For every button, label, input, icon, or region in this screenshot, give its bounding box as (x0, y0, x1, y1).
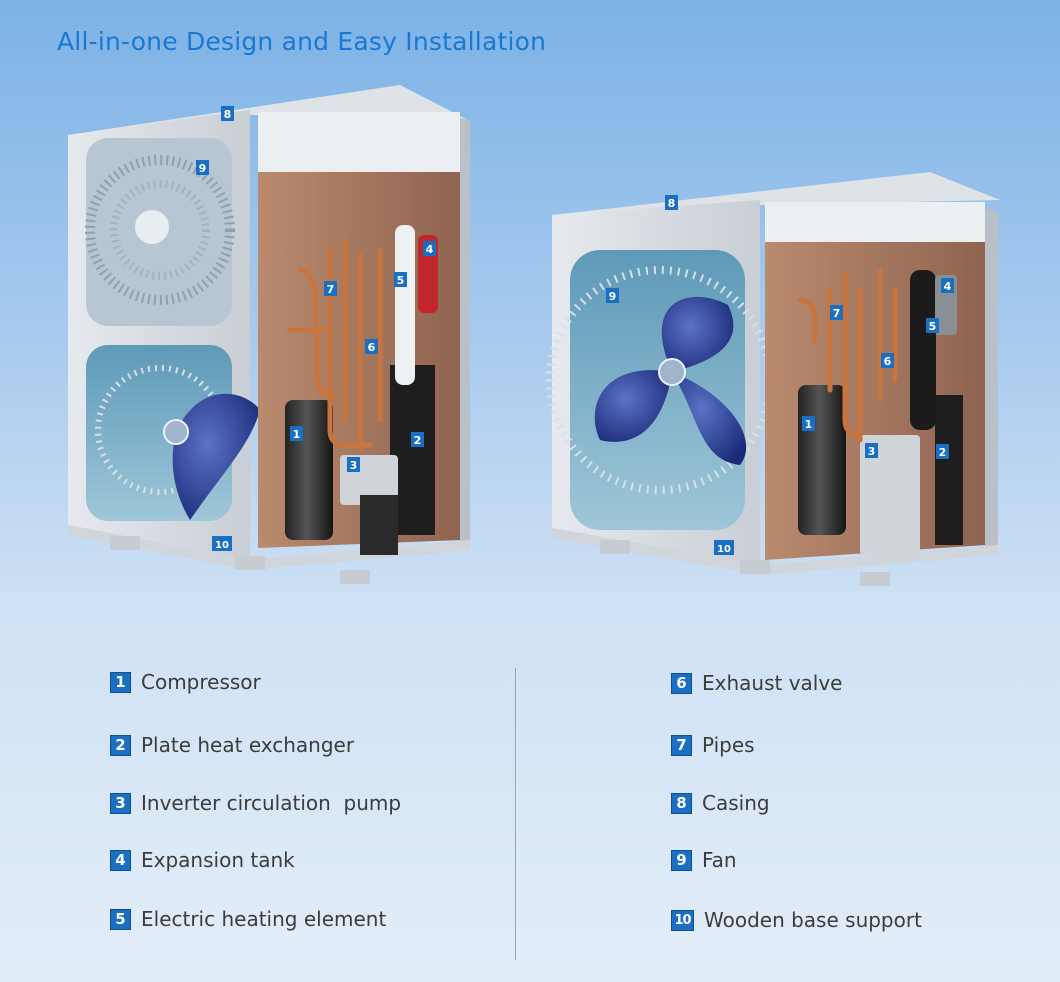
legend-item-exhaust-valve: 6 Exhaust valve (671, 671, 843, 695)
legend-divider (515, 668, 516, 960)
legend-number-badge: 10 (671, 909, 694, 931)
legend-number-badge: 4 (110, 849, 131, 871)
right-badge-4: 4 (941, 278, 954, 293)
legend-number-badge: 6 (671, 672, 692, 694)
legend-item-fan: 9 Fan (671, 848, 737, 872)
svg-text:4: 4 (944, 280, 952, 293)
svg-text:2: 2 (414, 434, 422, 447)
svg-text:3: 3 (350, 459, 358, 472)
svg-text:9: 9 (609, 290, 617, 303)
page-title: All-in-one Design and Easy Installation (57, 27, 547, 56)
svg-text:9: 9 (199, 162, 207, 175)
heat-pump-illustration: 1 2 3 4 5 6 7 8 9 10 (68, 85, 1000, 586)
legend-label: Casing (702, 791, 770, 815)
svg-text:3: 3 (868, 445, 876, 458)
svg-text:10: 10 (717, 544, 731, 555)
legend-label: Plate heat exchanger (141, 733, 355, 757)
left-badge-8: 8 (221, 106, 234, 121)
legend-number-badge: 7 (671, 734, 692, 756)
svg-text:7: 7 (327, 283, 335, 296)
svg-text:1: 1 (805, 418, 813, 431)
right-badge-8: 8 (665, 195, 678, 210)
legend-label: Expansion tank (141, 848, 295, 872)
legend-label: Fan (702, 848, 737, 872)
right-unit: 1 2 3 4 5 6 7 8 9 10 (546, 172, 1000, 586)
legend-label: Compressor (141, 670, 261, 694)
left-badge-1: 1 (290, 426, 303, 441)
legend-item-circulation-pump: 3 Inverter circulation pump (110, 791, 401, 815)
legend-item-compressor: 1 Compressor (110, 670, 261, 694)
svg-text:8: 8 (224, 108, 232, 121)
legend-number-badge: 8 (671, 792, 692, 814)
right-badge-5: 5 (926, 318, 939, 333)
svg-text:7: 7 (833, 307, 841, 320)
legend-number-badge: 1 (110, 671, 131, 693)
legend-number-badge: 2 (110, 734, 131, 756)
svg-text:1: 1 (293, 428, 301, 441)
left-badge-9: 9 (196, 160, 209, 175)
svg-text:4: 4 (426, 243, 434, 256)
left-badge-3: 3 (347, 457, 360, 472)
svg-text:6: 6 (368, 341, 376, 354)
right-badge-9: 9 (606, 288, 619, 303)
right-badge-3: 3 (865, 443, 878, 458)
svg-text:6: 6 (884, 355, 892, 368)
legend-number-badge: 9 (671, 849, 692, 871)
svg-text:10: 10 (215, 540, 229, 551)
right-badge-1: 1 (802, 416, 815, 431)
left-badge-7: 7 (324, 281, 337, 296)
right-badge-2: 2 (936, 444, 949, 459)
svg-text:8: 8 (668, 197, 676, 210)
right-badge-10: 10 (714, 540, 734, 555)
right-badge-7: 7 (830, 305, 843, 320)
left-badge-5: 5 (394, 272, 407, 287)
left-badge-6: 6 (365, 339, 378, 354)
svg-text:5: 5 (397, 274, 405, 287)
legend-item-plate-heat-exchanger: 2 Plate heat exchanger (110, 733, 354, 757)
legend-label: Inverter circulation pump (141, 791, 402, 815)
legend-number-badge: 5 (110, 908, 131, 930)
right-badge-6: 6 (881, 353, 894, 368)
left-badge-2: 2 (411, 432, 424, 447)
legend-item-electric-heating-element: 5 Electric heating element (110, 907, 386, 931)
svg-text:5: 5 (929, 320, 937, 333)
left-badge-10: 10 (212, 536, 232, 551)
legend-item-expansion-tank: 4 Expansion tank (110, 848, 295, 872)
svg-text:2: 2 (939, 446, 947, 459)
legend-label: Electric heating element (141, 907, 387, 931)
left-badge-4: 4 (423, 241, 436, 256)
legend-label: Exhaust valve (702, 671, 843, 695)
legend-item-pipes: 7 Pipes (671, 733, 755, 757)
legend-label: Wooden base support (704, 908, 922, 932)
legend-number-badge: 3 (110, 792, 131, 814)
legend-item-wooden-base-support: 10 Wooden base support (671, 908, 922, 932)
left-unit: 1 2 3 4 5 6 7 8 9 10 (68, 85, 470, 584)
legend-label: Pipes (702, 733, 755, 757)
legend-item-casing: 8 Casing (671, 791, 770, 815)
